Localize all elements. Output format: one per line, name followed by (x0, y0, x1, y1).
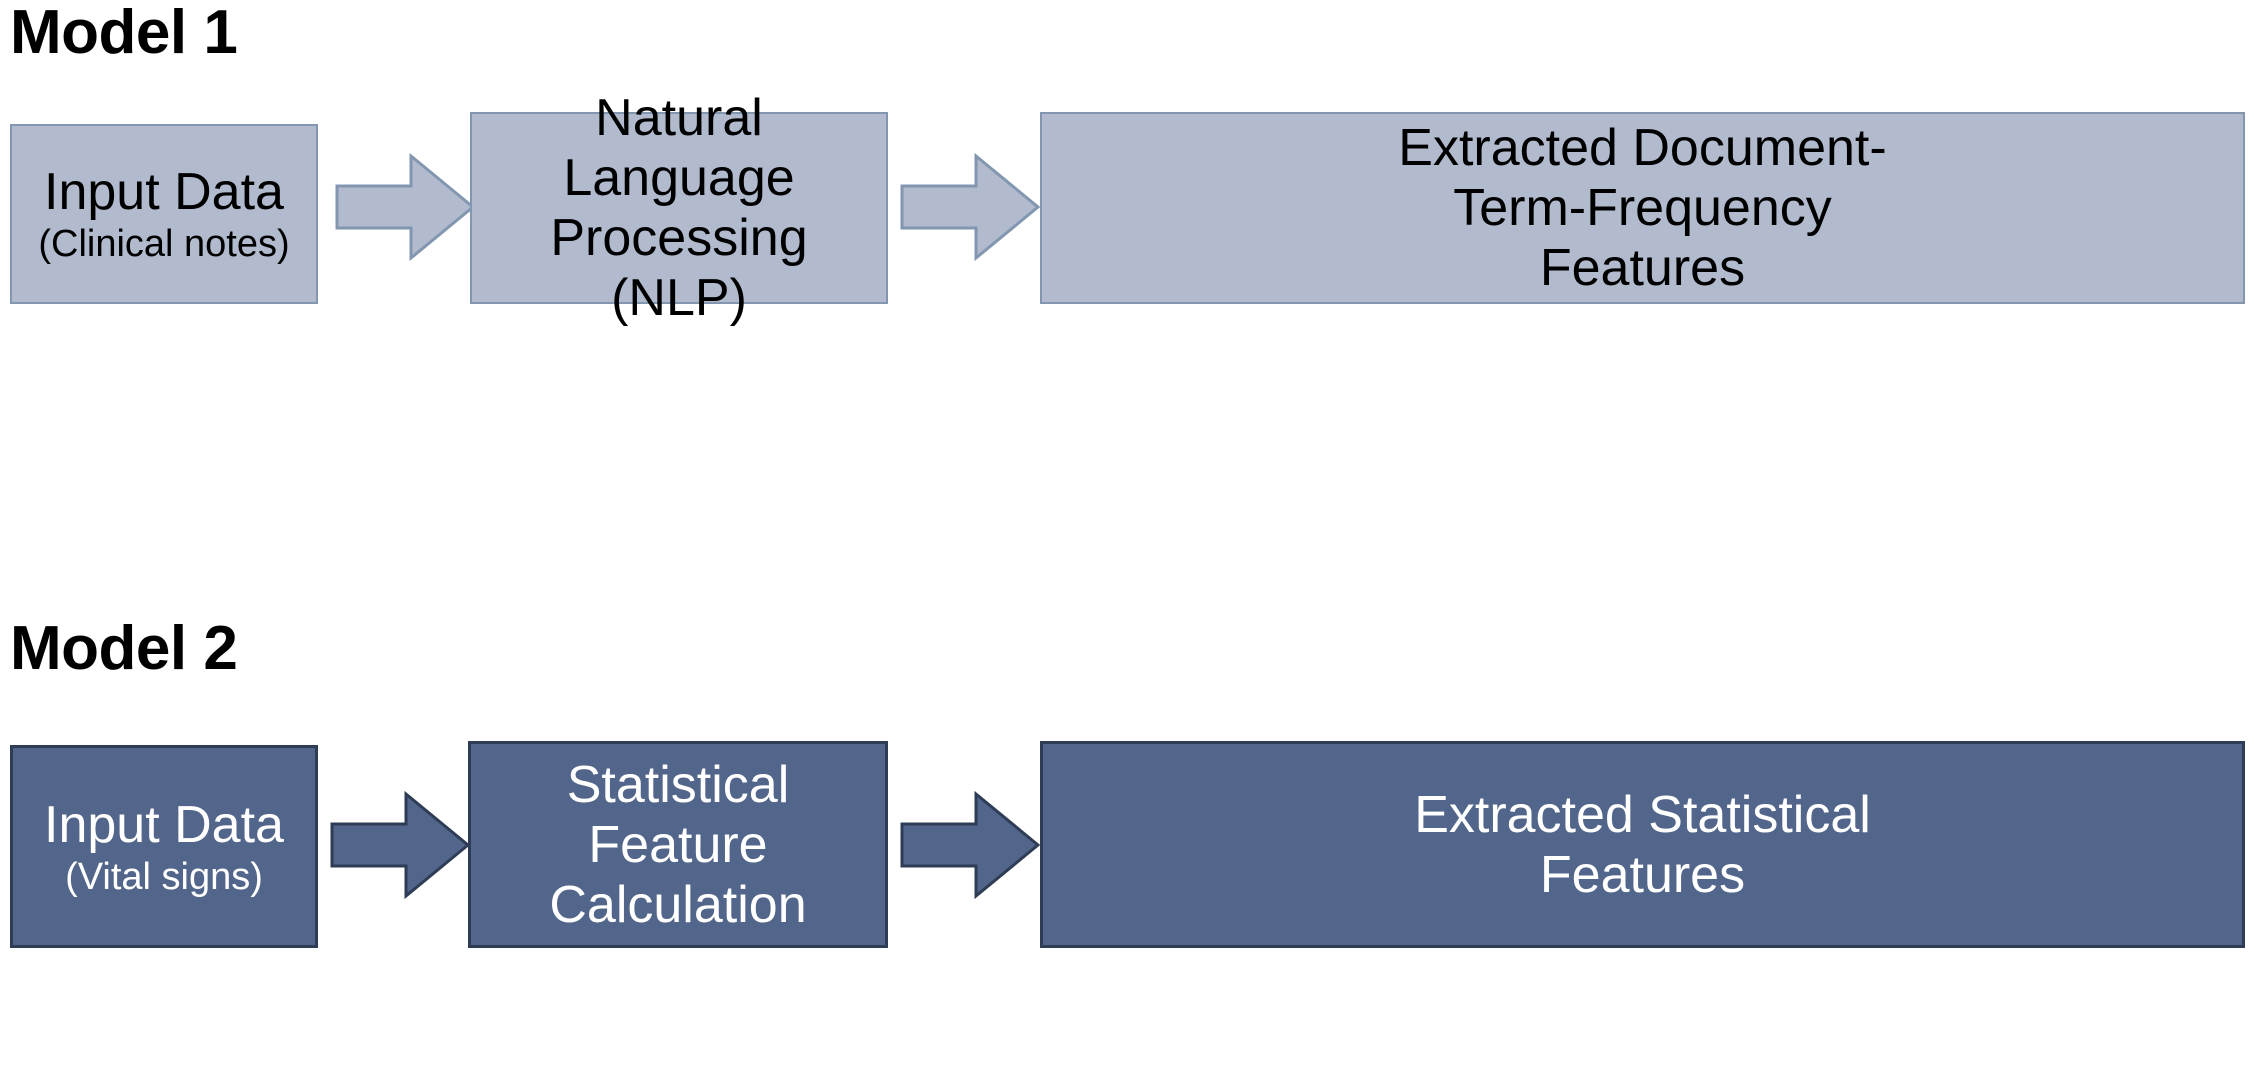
right-block-arrow-icon (335, 152, 475, 262)
right-block-arrow-icon (330, 790, 470, 900)
step-label-sub: (Clinical notes) (38, 223, 290, 265)
step-label-main: Statistical Feature Calculation (549, 755, 807, 934)
model-2-step-extracted-statistical-features: Extracted Statistical Features (1040, 741, 2245, 948)
model-1-step-input-data: Input Data (Clinical notes) (10, 124, 318, 304)
step-label-main: Extracted Statistical Features (1414, 785, 1871, 904)
model-1-step-extracted-features: Extracted Document- Term-Frequency Featu… (1040, 112, 2245, 304)
model-2-step-input-data: Input Data (Vital signs) (10, 745, 318, 948)
step-label-sub: (Vital signs) (65, 855, 263, 898)
model-2-step-statistical-feature-calculation: Statistical Feature Calculation (468, 741, 888, 948)
right-block-arrow-icon (900, 152, 1040, 262)
right-block-arrow-icon (900, 790, 1040, 900)
step-label-main: Input Data (44, 163, 284, 221)
model-1-step-nlp: Natural Language Processing (NLP) (470, 89, 888, 327)
step-label-main: Extracted Document- Term-Frequency Featu… (1398, 119, 1887, 297)
model-1-heading: Model 1 (10, 0, 238, 67)
model-2-heading: Model 2 (10, 614, 238, 683)
step-label-main: Input Data (44, 795, 284, 854)
step-label-main: Natural Language Processing (NLP) (550, 89, 808, 327)
